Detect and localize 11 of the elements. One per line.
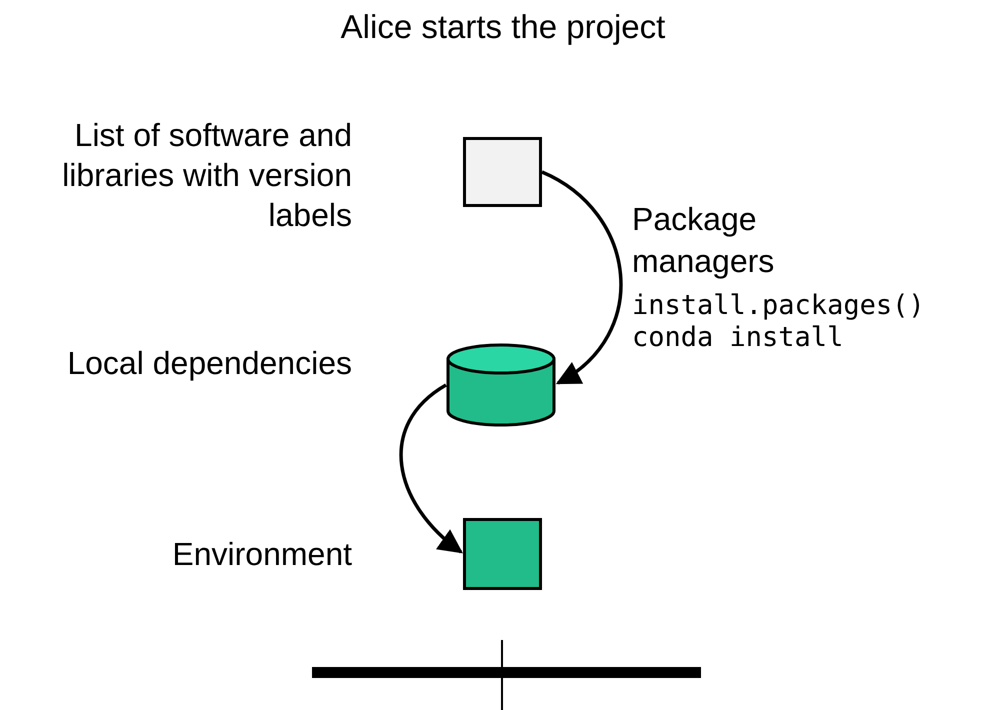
code-label: install.packages(): [632, 290, 925, 322]
code-label: conda install: [632, 322, 844, 354]
square-box: [463, 518, 542, 590]
database-cylinder: [446, 343, 556, 427]
curved-arrow: [541, 170, 622, 384]
node-caption: Local dependencies: [66, 344, 352, 383]
node-caption: List of software and libraries with version labels: [61, 116, 352, 235]
square-box: [463, 137, 542, 207]
curved-arrow: [400, 384, 463, 554]
node-caption: Environment: [171, 535, 352, 574]
title: Alice starts the project: [340, 7, 666, 47]
